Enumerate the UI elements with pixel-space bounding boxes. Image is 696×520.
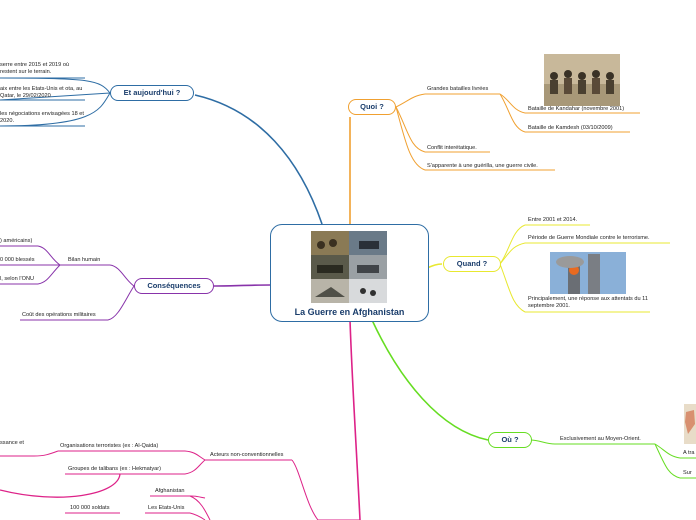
bilan-americains[interactable]: ) américains) xyxy=(0,238,33,244)
conflit-interetatique[interactable]: Conflit interétatique. xyxy=(427,145,477,151)
bataille-kamdesh[interactable]: Bataille de Kamdesh (03/10/2009) xyxy=(528,125,613,131)
bataille-kandahar[interactable]: Bataille de Kandahar (novembre 2001) xyxy=(528,106,625,112)
bilan-blesses[interactable]: 0 000 blessés xyxy=(0,257,35,263)
ou-a-tra[interactable]: A tra xyxy=(683,450,695,456)
acteurs-ssance[interactable]: ssance et xyxy=(0,440,24,446)
groupes-talibans[interactable]: Groupes de talibans (ex : Hekmatyar) xyxy=(68,466,161,472)
acteur-etats-unis[interactable]: Les Etats-Unis xyxy=(148,505,185,511)
bilan-humain[interactable]: Bilan humain xyxy=(68,257,101,263)
bilan-onu[interactable]: l, selon l'ONU xyxy=(0,276,35,282)
branch-consequences[interactable]: Conséquences xyxy=(134,278,214,294)
ou-sur[interactable]: Sur xyxy=(683,470,692,476)
war-collage-image xyxy=(311,231,387,303)
branch-ou[interactable]: Où ? xyxy=(488,432,532,448)
branch-quand[interactable]: Quand ? xyxy=(443,256,501,272)
quand-dates[interactable]: Entre 2001 et 2014. xyxy=(528,217,578,223)
branch-quoi[interactable]: Quoi ? xyxy=(348,99,396,115)
central-topic[interactable]: La Guerre en Afghanistan xyxy=(270,224,429,322)
september-11-photo xyxy=(550,252,626,294)
us-soldats[interactable]: 100 000 soldats xyxy=(70,505,110,511)
acteurs-non-conventionnels[interactable]: Acteurs non-conventionnelles xyxy=(210,452,284,458)
aujourdhui-item-3[interactable]: les négociations envisagées 18 et 2020. xyxy=(0,111,84,124)
afghanistan-map xyxy=(684,404,696,444)
kandahar-photo xyxy=(544,54,620,106)
aujourdhui-item-2[interactable]: aix entre les Etats-Unis et ota, au Qata… xyxy=(0,86,83,99)
quand-periode[interactable]: Période de Guerre Mondiale contre le ter… xyxy=(528,235,650,241)
central-title: La Guerre en Afghanistan xyxy=(294,307,405,317)
cout-operations[interactable]: Coût des opérations militaires xyxy=(22,312,96,318)
moyen-orient[interactable]: Exclusivement au Moyen-Orient. xyxy=(560,436,641,442)
guerilla-note[interactable]: S'apparente à une guérilla, une guerre c… xyxy=(427,163,538,169)
organisations-terroristes[interactable]: Organisations terroristes (ex : Al-Qaida… xyxy=(60,443,159,449)
grandes-batailles-label[interactable]: Grandes batailles livrées xyxy=(427,86,489,92)
aujourdhui-item-1[interactable]: serre entre 2015 et 2019 où restent sur … xyxy=(0,62,70,75)
quand-reponse[interactable]: Principalement, une réponse aux attentat… xyxy=(528,296,648,309)
branch-aujourdhui[interactable]: Et aujourd'hui ? xyxy=(110,85,194,101)
acteur-afghanistan[interactable]: Afghanistan xyxy=(155,488,185,494)
